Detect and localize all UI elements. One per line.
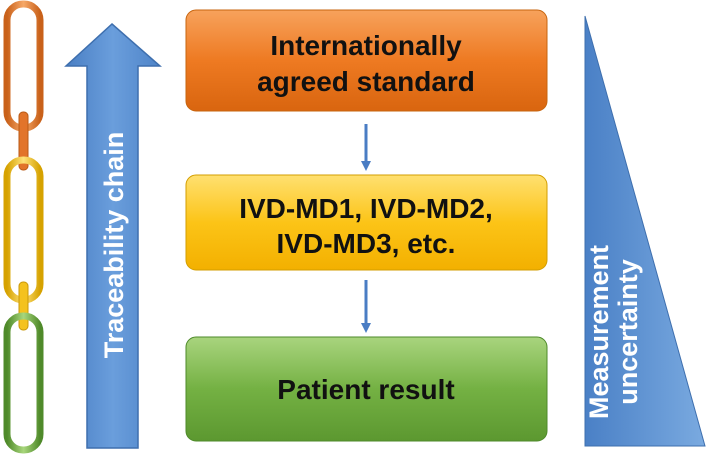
chain-link-orange: [3, 0, 44, 132]
ivd-box-line1: IVD-MD1, IVD-MD2,: [239, 193, 493, 224]
chain-icon: [3, 0, 44, 454]
traceability-label: Traceability chain: [99, 132, 129, 359]
standard-box-line1: Internationally: [270, 30, 462, 61]
standard-box-line2: agreed standard: [257, 66, 475, 97]
ivd-box: IVD-MD1, IVD-MD2, IVD-MD3, etc.: [185, 174, 548, 271]
ivd-box-line2: IVD-MD3, etc.: [277, 228, 456, 259]
chain-link-orange-connector: [18, 111, 29, 171]
chain-link-green: [3, 312, 44, 454]
patient-box: Patient result: [185, 336, 548, 442]
chain-link-yellow-connector: [18, 281, 29, 331]
uncertainty-label-line2: uncertainty: [613, 259, 643, 405]
uncertainty-triangle: Measurement uncertainty: [584, 15, 706, 447]
up-arrow-icon: [64, 22, 162, 449]
uncertainty-label-line1: Measurement: [584, 245, 614, 419]
patient-box-label: Patient result: [277, 374, 454, 405]
standard-box: Internationally agreed standard: [185, 9, 548, 112]
chain-link-yellow: [3, 156, 44, 304]
traceability-arrow: Traceability chain: [64, 22, 162, 449]
